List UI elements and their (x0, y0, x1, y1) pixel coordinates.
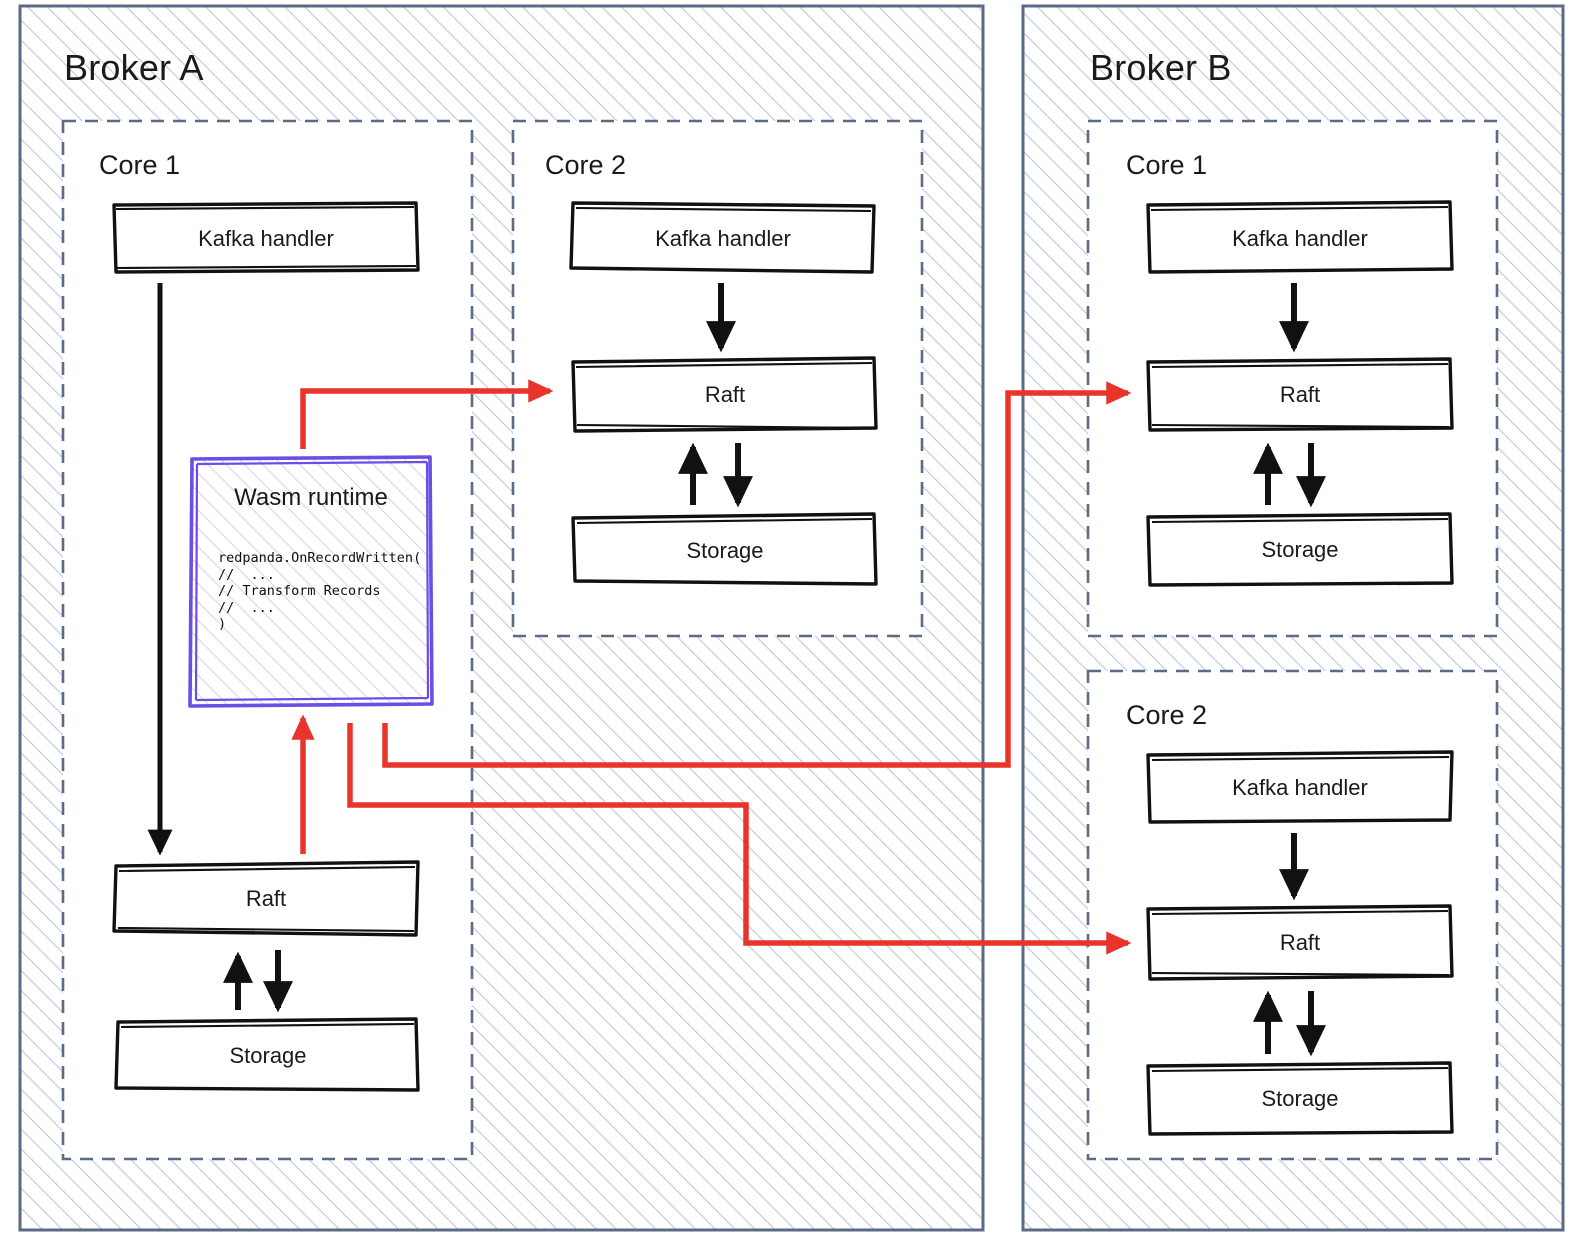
broker-a-core-2-raft-box[interactable] (571, 356, 878, 433)
arrow-wasm-to-b1-raft (382, 381, 1132, 768)
broker-b-core-1-raft-box[interactable] (1146, 357, 1454, 432)
broker-a-core-2-storage-box[interactable] (571, 512, 878, 586)
broker-b-core-2-kafka-handler-box[interactable] (1146, 750, 1454, 824)
broker-a-core-1-storage-box[interactable] (114, 1017, 420, 1092)
broker-a-core-1-raft-box[interactable] (112, 860, 420, 937)
broker-b-core-2-storage-box[interactable] (1146, 1061, 1454, 1136)
broker-b-core-1-storage-box[interactable] (1146, 512, 1454, 587)
broker-b-core-2-raft-box[interactable] (1146, 904, 1454, 981)
arrow-wasm-to-b2-raft (347, 723, 1132, 955)
broker-a-core-1-kafka-handler-box[interactable] (112, 201, 420, 274)
arrow-wasm-to-a2-raft (300, 379, 554, 449)
broker-a-core-1-wasm-runtime-box[interactable] (188, 455, 434, 708)
broker-a-core-2-kafka-handler-box[interactable] (569, 201, 876, 274)
broker-b-core-1-kafka-handler-box[interactable] (1146, 200, 1454, 274)
